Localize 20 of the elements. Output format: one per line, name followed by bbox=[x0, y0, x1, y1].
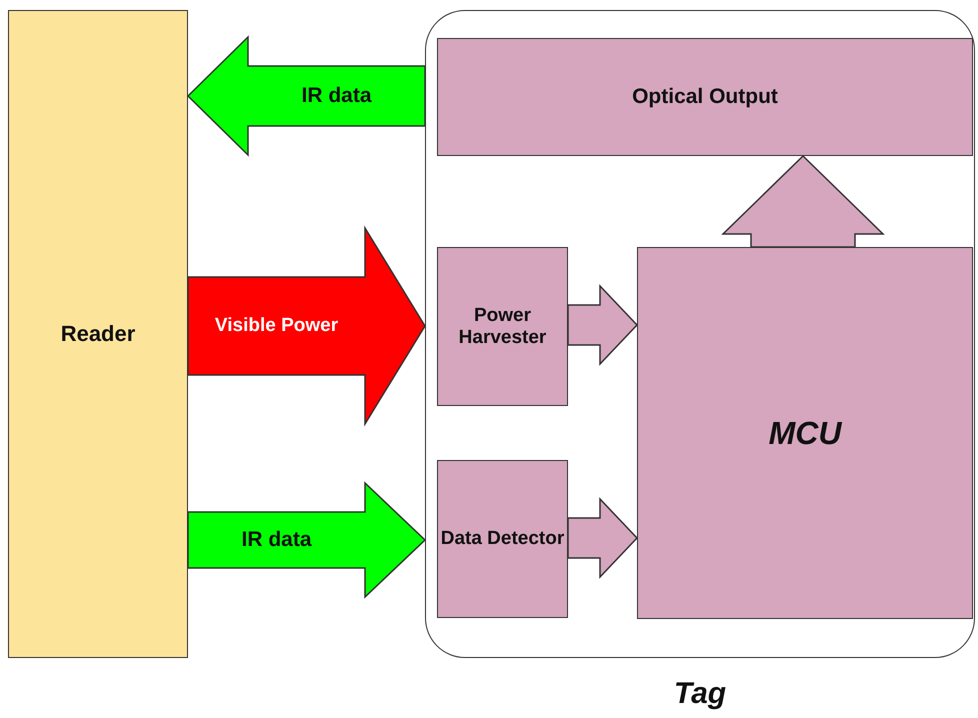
box-label: MCU bbox=[768, 414, 842, 452]
block-arrow bbox=[567, 284, 638, 366]
box-label: Data Detector bbox=[440, 528, 564, 550]
block-arrow bbox=[567, 497, 638, 579]
data-detector-box bbox=[437, 460, 568, 618]
edge-label: IR data bbox=[302, 84, 372, 108]
optical-output-box bbox=[437, 38, 973, 156]
box-label: Reader bbox=[60, 321, 136, 347]
edge-label: IR data bbox=[242, 528, 312, 552]
block-arrow bbox=[187, 481, 426, 599]
block-arrow bbox=[721, 154, 885, 248]
block-arrow bbox=[187, 225, 426, 427]
box-label: Optical Output bbox=[632, 85, 778, 109]
mcu-box bbox=[637, 247, 973, 619]
power-harvester-box bbox=[437, 247, 568, 406]
reader-box bbox=[8, 10, 188, 658]
container-heading: Tag bbox=[672, 677, 728, 710]
edge-label: Visible Power bbox=[214, 315, 338, 337]
block-arrow bbox=[186, 35, 426, 157]
box-label: Power Harvester bbox=[458, 304, 548, 348]
